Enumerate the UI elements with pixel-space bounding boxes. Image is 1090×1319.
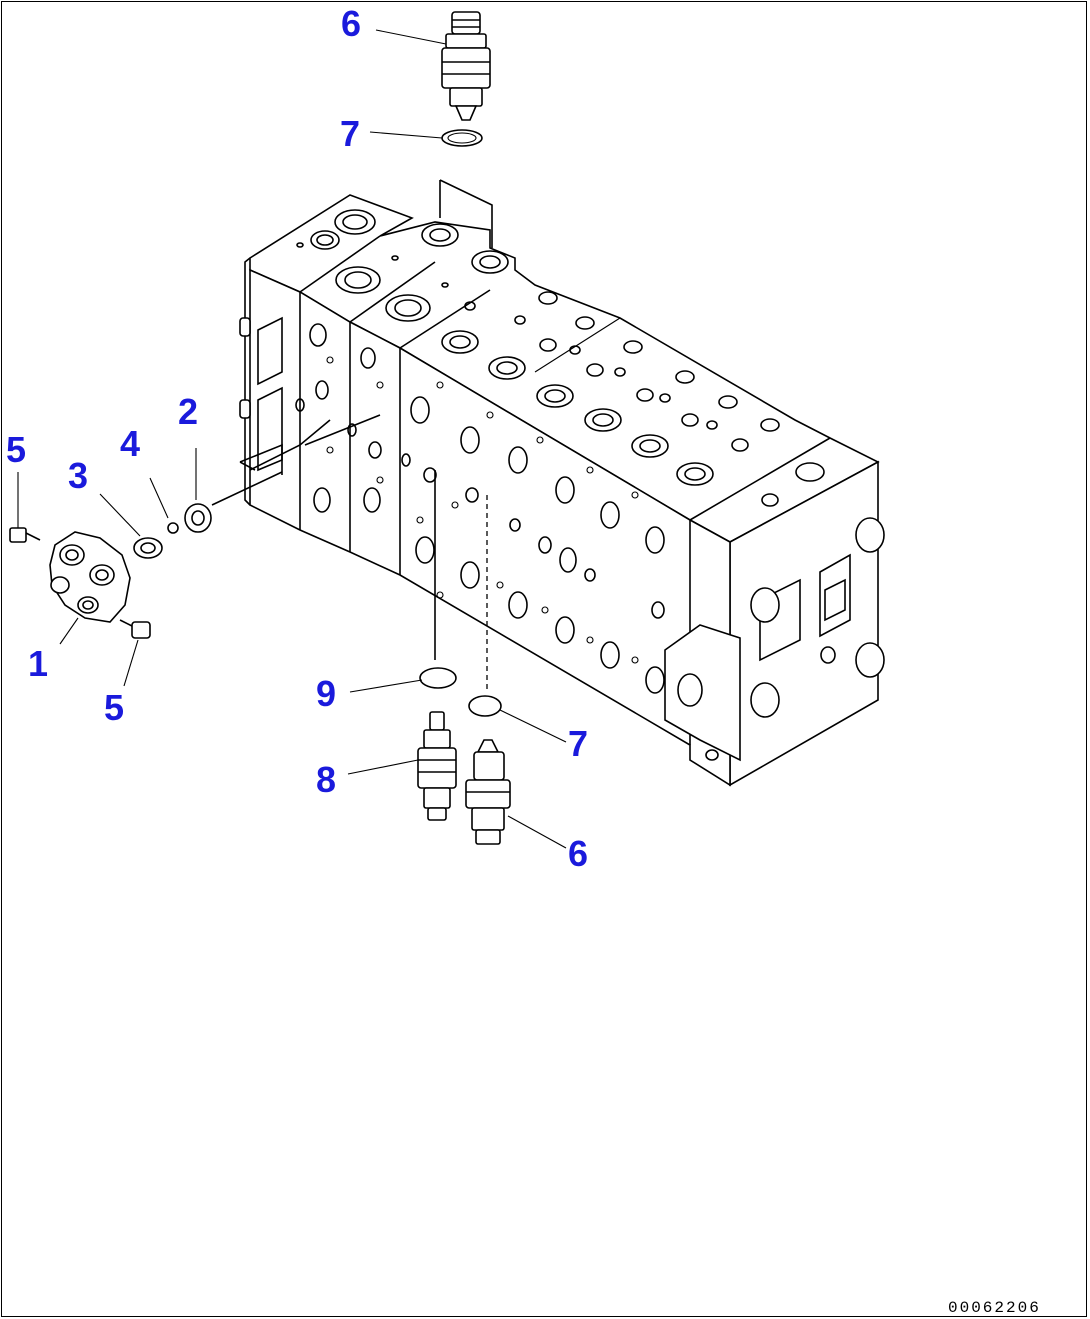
callout-7-bottom: 7 bbox=[568, 723, 588, 764]
drawing-reference-number: 00062206 bbox=[948, 1299, 1041, 1317]
bolt-5-top bbox=[9, 527, 41, 543]
relief-valve-bottom bbox=[465, 739, 511, 845]
seat-2 bbox=[184, 503, 212, 533]
callout-7-top: 7 bbox=[340, 113, 360, 154]
callout-8: 8 bbox=[316, 759, 336, 800]
leader-lines bbox=[17, 29, 567, 849]
control-valve-body bbox=[239, 194, 885, 787]
callout-6-top: 6 bbox=[341, 3, 361, 44]
plug-3 bbox=[133, 537, 163, 559]
callout-4: 4 bbox=[120, 423, 140, 464]
block-assembly-1 bbox=[49, 531, 131, 623]
bolt-5-bottom bbox=[119, 619, 151, 639]
callout-5-bottom: 5 bbox=[104, 687, 124, 728]
callout-9: 9 bbox=[316, 673, 336, 714]
front-face-ports bbox=[295, 323, 665, 694]
callout-5-top: 5 bbox=[6, 429, 26, 470]
callout-3: 3 bbox=[68, 455, 88, 496]
ball-4 bbox=[167, 522, 179, 534]
o-ring-bottom bbox=[468, 695, 502, 717]
callout-1: 1 bbox=[28, 643, 48, 684]
valve-8 bbox=[417, 711, 457, 821]
top-face-ports bbox=[296, 209, 780, 486]
o-ring-9 bbox=[419, 667, 457, 689]
callout-6-bottom: 6 bbox=[568, 833, 588, 874]
callout-2: 2 bbox=[178, 391, 198, 432]
callout-labels: 6 7 2 4 3 5 1 5 9 7 8 6 bbox=[6, 3, 588, 874]
relief-valve-top bbox=[441, 11, 491, 121]
